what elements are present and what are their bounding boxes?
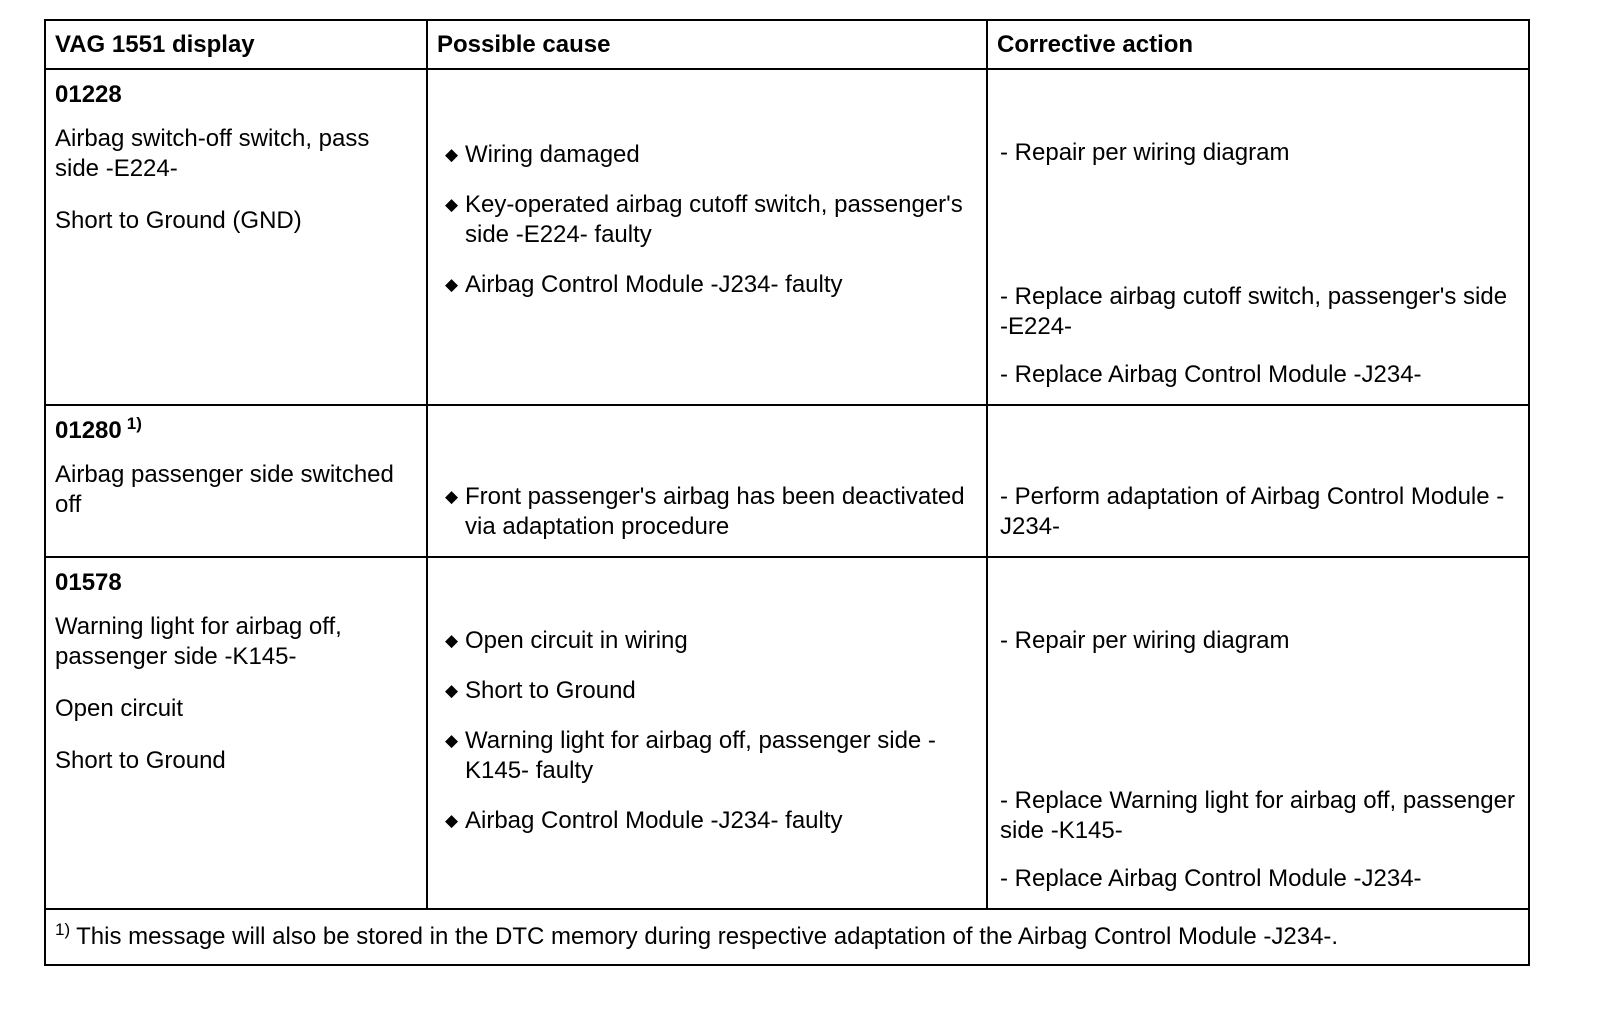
list-item: ◆Key-operated airbag cutoff switch, pass… [445, 191, 963, 248]
table-row: 01578 Warning light for airbag off, pass… [44, 556, 1530, 910]
list-item: ◆Warning light for airbag off, passenger… [445, 727, 936, 784]
list-item: ◆Wiring damaged [445, 141, 640, 168]
cause-list: ◆Open circuit in wiring ◆Short to Ground… [437, 626, 977, 836]
diamond-bullet-icon: ◆ [445, 731, 459, 750]
corrective-action: - Perform adaptation of Airbag Control M… [1000, 483, 1505, 540]
footnote-row: 1) This message will also be stored in th… [44, 908, 1530, 966]
corrective-action: - Repair per wiring diagram [1000, 627, 1290, 654]
corrective-action: - Replace Airbag Control Module -J234- [1000, 361, 1422, 388]
dtc-table: VAG 1551 display Possible cause Correcti… [44, 19, 1530, 966]
dtc-description: Short to Ground [55, 747, 226, 774]
dtc-description: Short to Ground (GND) [55, 207, 302, 234]
cause-list: ◆Front passenger's airbag has been deact… [437, 482, 977, 542]
footnote: 1) This message will also be stored in th… [44, 908, 1530, 966]
cause-list: ◆Wiring damaged ◆Key-operated airbag cut… [437, 140, 977, 300]
header-corrective-action: Corrective action [986, 19, 1530, 70]
corrective-action: - Replace Warning light for airbag off, … [1000, 787, 1515, 844]
cause-cell: ◆Open circuit in wiring ◆Short to Ground… [426, 556, 988, 910]
corrective-action: - Replace airbag cutoff switch, passenge… [1000, 283, 1508, 340]
list-item: ◆Short to Ground [445, 677, 636, 704]
cause-cell: ◆Front passenger's airbag has been deact… [426, 404, 988, 558]
action-list: - Repair per wiring diagram - Replace Wa… [997, 626, 1519, 894]
cause-cell: ◆Wiring damaged ◆Key-operated airbag cut… [426, 68, 988, 406]
dtc-description: Warning light for airbag off, passenger … [55, 613, 342, 670]
diamond-bullet-icon: ◆ [445, 681, 459, 700]
dtc-description: Open circuit [55, 695, 184, 722]
diamond-bullet-icon: ◆ [445, 487, 459, 506]
action-list: - Perform adaptation of Airbag Control M… [997, 482, 1519, 542]
dtc-description: Airbag switch-off switch, pass side -E22… [55, 125, 370, 182]
diamond-bullet-icon: ◆ [445, 195, 459, 214]
action-cell: - Perform adaptation of Airbag Control M… [986, 404, 1530, 558]
action-cell: - Repair per wiring diagram - Replace Wa… [986, 556, 1530, 910]
action-list: - Repair per wiring diagram - Replace ai… [997, 138, 1519, 390]
diamond-bullet-icon: ◆ [445, 275, 459, 294]
dtc-code: 01578 [55, 569, 122, 596]
list-item: ◆Airbag Control Module -J234- faulty [445, 271, 843, 298]
header-row: VAG 1551 display Possible cause Correcti… [44, 19, 1530, 70]
corrective-action: - Repair per wiring diagram [1000, 139, 1290, 166]
footnote-text: This message will also be stored in the … [76, 923, 1339, 950]
display-cell: 01578 Warning light for airbag off, pass… [44, 556, 428, 910]
footnote-reference: 1) [126, 414, 142, 433]
table-row: 01228 Airbag switch-off switch, pass sid… [44, 68, 1530, 406]
footnote-mark: 1) [55, 920, 71, 939]
list-item: ◆Front passenger's airbag has been deact… [445, 483, 965, 540]
diamond-bullet-icon: ◆ [445, 811, 459, 830]
corrective-action: - Replace Airbag Control Module -J234- [1000, 865, 1422, 892]
list-item: ◆Airbag Control Module -J234- faulty [445, 807, 843, 834]
diamond-bullet-icon: ◆ [445, 631, 459, 650]
list-item: ◆Open circuit in wiring [445, 627, 688, 654]
diamond-bullet-icon: ◆ [445, 145, 459, 164]
dtc-description: Airbag passenger side switched off [55, 461, 394, 518]
display-cell: 01228 Airbag switch-off switch, pass sid… [44, 68, 428, 406]
header-vag-display: VAG 1551 display [44, 19, 428, 70]
action-cell: - Repair per wiring diagram - Replace ai… [986, 68, 1530, 406]
header-possible-cause: Possible cause [426, 19, 988, 70]
dtc-code: 01228 [55, 81, 122, 108]
